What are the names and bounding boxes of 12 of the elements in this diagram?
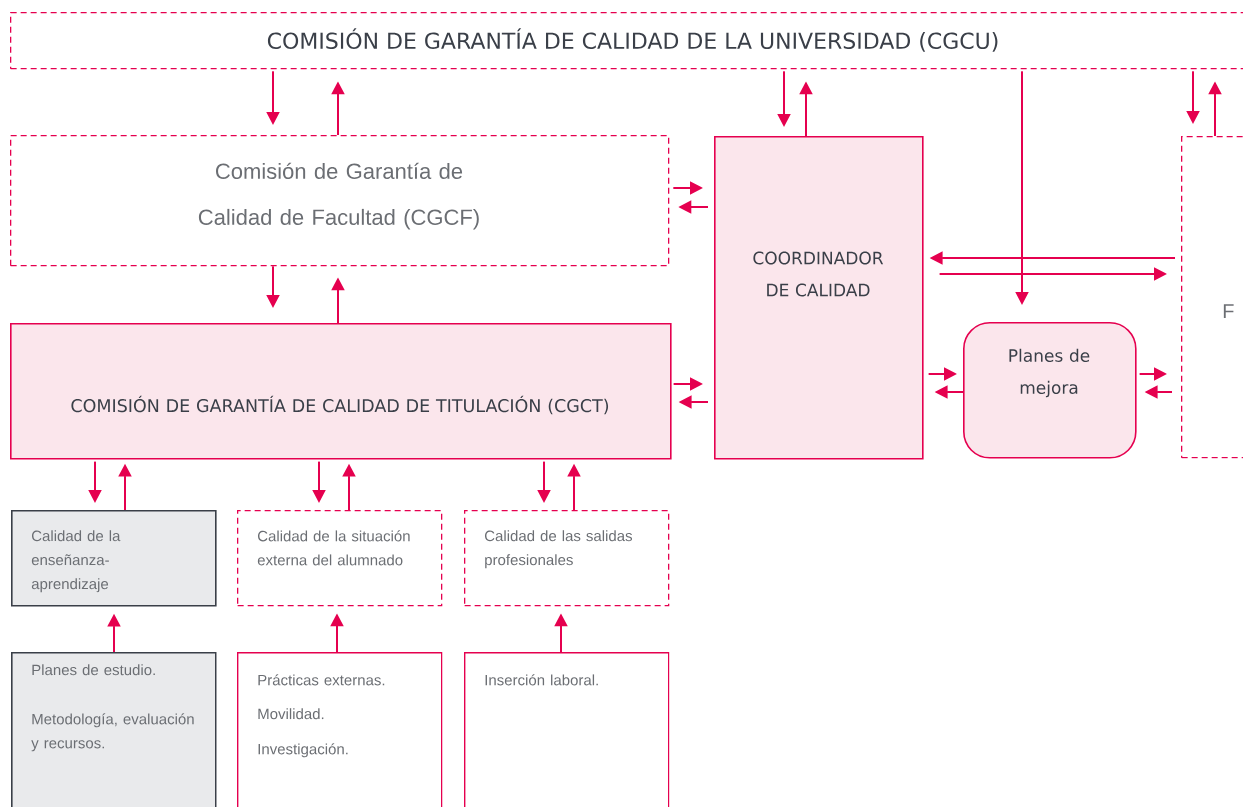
process-box: COORDINADOR DE CALIDAD bbox=[714, 136, 924, 460]
dashed-box: Calidad de la situación externa del alumnado bbox=[237, 510, 443, 607]
process-box: COMISIÓN DE GARANTÍA DE CALIDAD DE TITULACIÓN (CGCT) bbox=[10, 323, 672, 460]
dashed-box: F bbox=[1181, 136, 1243, 459]
process-box: Calidad de la enseñanza-aprendizaje bbox=[11, 510, 217, 607]
dashed-box: COMISIÓN DE GARANTÍA DE CALIDAD DE LA UNIVERSIDAD (CGCU) bbox=[10, 12, 1243, 70]
dashed-box: Calidad de las salidas profesionales bbox=[464, 510, 670, 607]
process-box: Prácticas externas. Movilidad. Investigación. bbox=[237, 652, 443, 807]
process-box: Planes de estudio. Metodología, evaluación y recursos. bbox=[11, 652, 217, 807]
dashed-box: Comisión de Garantía de Calidad de Facultad (CGCF) bbox=[10, 135, 670, 267]
process-box: Inserción laboral. bbox=[464, 652, 670, 807]
rounded-box: Planes de mejora bbox=[963, 322, 1137, 459]
